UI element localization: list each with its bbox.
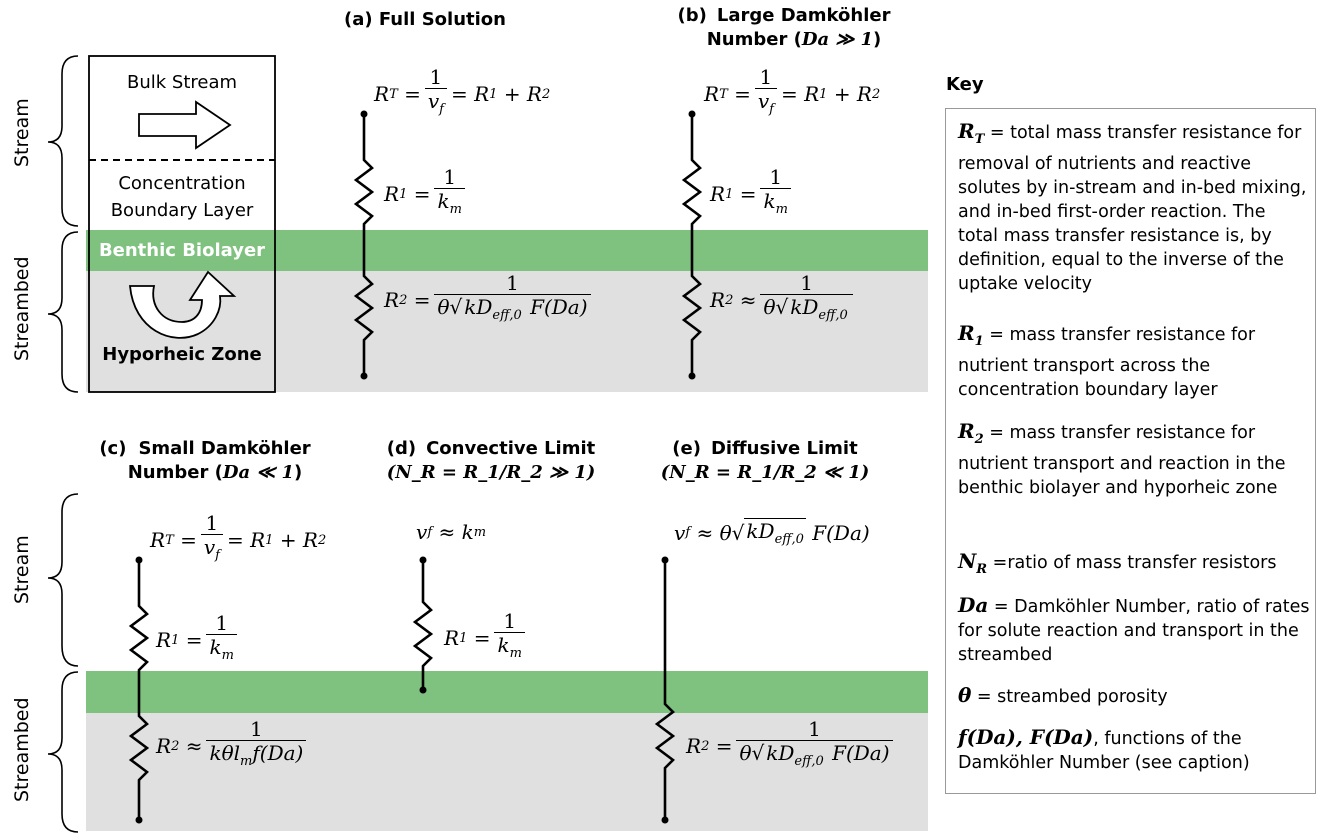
key-title: Key [946, 74, 984, 95]
key-symbol: R1 [958, 321, 984, 349]
key-item-da: Da = Damköhler Number, ratio of rates fo… [958, 593, 1310, 665]
panel-d-title: (d)Convective Limit (N_R = R_1/R_2 ≫ 1) [386, 438, 596, 483]
streambed-label-top: Streambed [11, 256, 33, 361]
bulk-stream-label: Bulk Stream [126, 72, 238, 93]
stream-brace-top [47, 55, 79, 227]
bottom-biolayer-band [86, 671, 928, 713]
streambed-brace-bottom [47, 671, 79, 833]
bulk-stream-arrow [138, 100, 232, 150]
key-item-nr: NR =ratio of mass transfer resistors [958, 549, 1277, 577]
hyporheic-arrow [129, 270, 237, 339]
key-symbol: θ [958, 683, 972, 707]
streambed-brace-top [47, 231, 79, 393]
streambed-label-bottom: Streambed [11, 697, 33, 802]
key-item-r1: R1 = mass transfer resistance for nutrie… [958, 321, 1256, 400]
key-item-theta: θ = streambed porosity [958, 683, 1168, 707]
stream-label-bottom: Stream [11, 535, 33, 604]
bottom-streambed-band [86, 713, 928, 831]
resistor-a [353, 114, 375, 376]
resistor-d [412, 560, 434, 690]
boundary-label-2: Boundary Layer [110, 200, 254, 221]
key-symbol: NR [958, 549, 988, 577]
key-item-functions: f(Da), F(Da), functions of the Damköhler… [958, 725, 1250, 773]
key-symbol: RT [958, 119, 985, 147]
top-biolayer-band [86, 230, 928, 271]
resistor-c [128, 560, 150, 820]
stream-label-top: Stream [11, 98, 33, 167]
key-item-rt: RT = total mass transfer resistance for … [958, 119, 1307, 294]
schematic-box [88, 55, 276, 393]
panel-c-title: (c)Small Damköhler Number (Da ≪ 1) [99, 438, 311, 483]
panel-b-title: (b)Large Damköhler Number (Da ≫ 1) [677, 5, 891, 50]
hyporheic-label: Hyporheic Zone [102, 344, 262, 365]
boundary-label-1: Concentration [118, 173, 246, 194]
key-item-r2: R2 = mass transfer resistance for nutrie… [958, 419, 1286, 498]
panel-a-title: (a) Full Solution [344, 9, 506, 30]
resistor-e [654, 560, 676, 820]
biolayer-label: Benthic Biolayer [98, 240, 266, 261]
key-symbol: R2 [958, 419, 984, 447]
key-symbol: f(Da), F(Da) [958, 725, 1094, 749]
resistor-b [681, 114, 703, 376]
key-symbol: Da [958, 593, 989, 617]
stream-brace-bottom [47, 493, 79, 667]
panel-e-title: (e)Diffusive Limit (N_R = R_1/R_2 ≪ 1) [660, 438, 870, 483]
key-box: RT = total mass transfer resistance for … [945, 108, 1316, 794]
